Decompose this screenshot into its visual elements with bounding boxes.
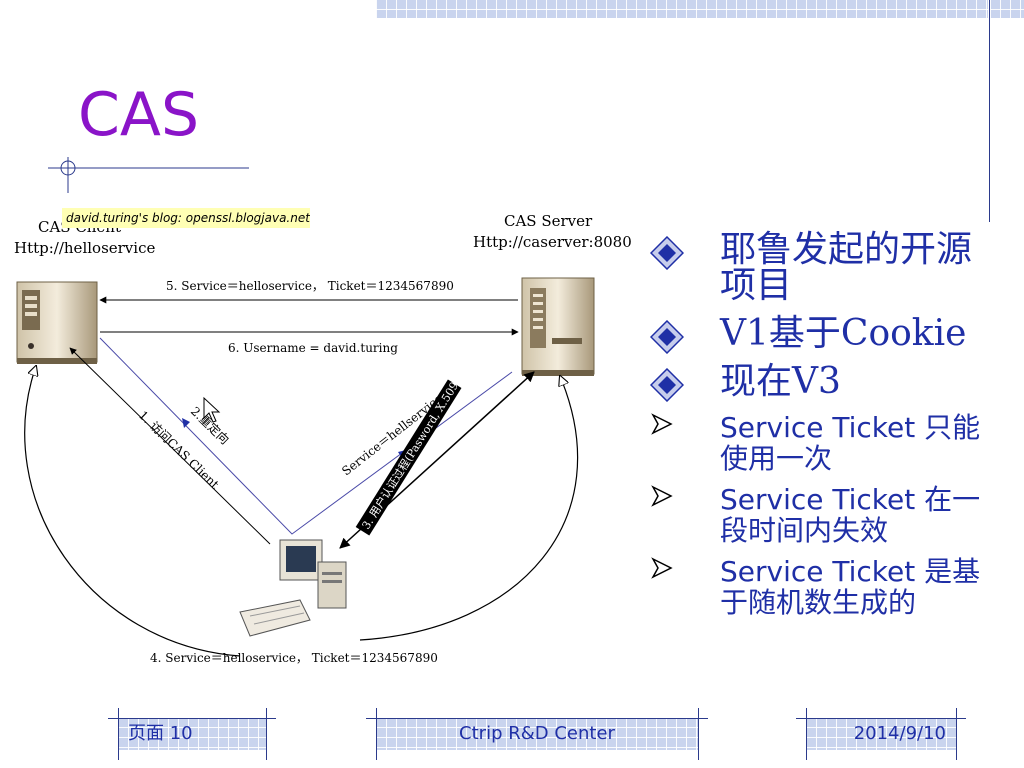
footer-page-number: 页面 10	[118, 718, 266, 750]
diamond-bullet-icon	[649, 235, 685, 277]
page-title: CAS	[78, 80, 200, 150]
footer-rule	[266, 708, 267, 760]
arrow-4-label: 4. Service＝helloservice， Ticket＝12345678…	[150, 651, 438, 665]
server-url-label: Http://caserver:8080	[473, 233, 632, 251]
arrowhead-bullet-icon	[650, 484, 674, 516]
arrowhead-bullet-icon	[650, 556, 674, 588]
sub-bullet-item: Service Ticket 是基于随机数生成的	[648, 556, 998, 618]
user-computer-icon	[239, 539, 347, 637]
sub-bullet-text: Service Ticket 在一段时间内失效	[720, 483, 981, 547]
right-vertical-rule	[989, 0, 990, 222]
cas-client-server-icon	[16, 281, 98, 364]
bullet-item: 现在V3	[648, 361, 998, 403]
footer-rule	[956, 708, 957, 760]
bullet-text: V1基于Cookie	[720, 313, 967, 354]
footer-date: 2014/9/10	[806, 718, 956, 750]
mouse-cursor-icon	[203, 396, 221, 423]
server-name-label: CAS Server	[504, 212, 593, 230]
footer-center-label: Ctrip R&D Center	[376, 718, 698, 750]
footer-rule	[108, 718, 276, 719]
footer-rule	[366, 718, 708, 719]
bullet-list: 耶鲁发起的开源项目 V1基于Cookie 现在V3 Service Ticket…	[648, 232, 998, 628]
sub-bullet-text: Service Ticket 是基于随机数生成的	[720, 555, 981, 619]
top-right-checker	[990, 0, 1024, 18]
sub-bullet-item: Service Ticket 只能使用一次	[648, 412, 998, 474]
arrow-6-label: 6. Username = david.turing	[228, 341, 398, 355]
footer-rule	[118, 708, 119, 760]
arrow-5-label: 5. Service＝helloservice， Ticket＝12345678…	[166, 279, 454, 293]
diamond-bullet-icon	[649, 319, 685, 361]
cas-flow-diagram: CAS Client Http://helloservice CAS Serve…	[14, 212, 632, 665]
client-url-label: Http://helloservice	[14, 239, 155, 257]
title-crosshair-ornament	[48, 157, 249, 193]
sub-bullet-item: Service Ticket 在一段时间内失效	[648, 484, 998, 546]
arrowhead-bullet-icon	[650, 412, 674, 444]
footer-rule	[376, 708, 377, 760]
top-checker-band	[376, 0, 988, 18]
bullet-text: 耶鲁发起的开源项目	[720, 229, 973, 306]
sub-bullet-text: Service Ticket 只能使用一次	[720, 411, 981, 475]
bullet-item: V1基于Cookie	[648, 313, 998, 355]
footer-rule	[796, 718, 966, 719]
footer-rule	[806, 708, 807, 760]
blog-watermark-tag: david.turing's blog: openssl.blogjava.ne…	[62, 208, 310, 228]
footer-rule	[698, 708, 699, 760]
bullet-item: 耶鲁发起的开源项目	[648, 232, 998, 304]
cas-server-tower-icon	[521, 277, 595, 376]
diamond-bullet-icon	[649, 367, 685, 409]
bullet-text: 现在V3	[720, 361, 841, 402]
